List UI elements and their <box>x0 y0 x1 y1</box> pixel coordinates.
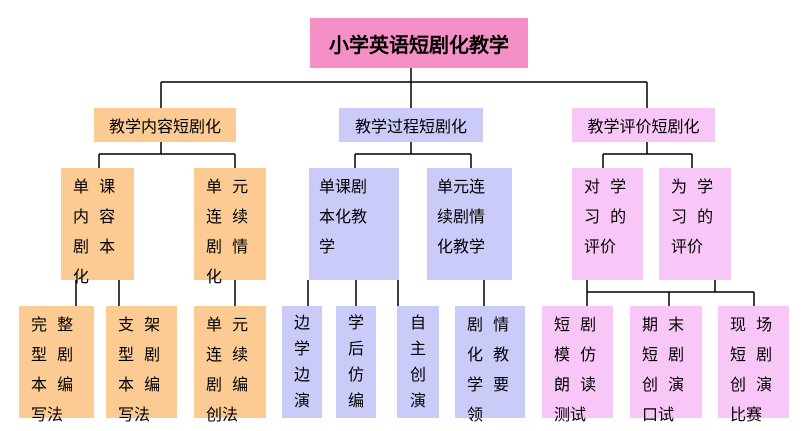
root-node: 小学英语短剧化教学 <box>310 18 528 68</box>
node-assessment-of-learning: 对 学 习 的 评价 <box>572 168 643 280</box>
node-live-competition: 现 场 短 剧 创 演 比赛 <box>718 306 789 424</box>
node-adapt-after-learning: 学 后 仿 编 <box>336 306 376 418</box>
node-single-lesson-script: 单 课 内 容 剧 本 化 <box>61 168 134 286</box>
node-unit-serial-plot: 单 元 连 续 剧 情 化 <box>194 168 266 286</box>
node-learn-while-acting: 边 学 边 演 <box>282 306 322 418</box>
node-evaluation-dramatization: 教学评价短剧化 <box>572 108 715 142</box>
node-final-oral-exam: 期 末 短 剧 创 演 口试 <box>630 306 702 424</box>
node-scaffold-script: 支 架 型 剧 本 编 写法 <box>106 306 177 424</box>
node-single-lesson-teaching: 单课剧 本化教 学 <box>309 168 399 280</box>
node-unit-serial-teaching: 单元连 续剧情 化教学 <box>427 168 512 280</box>
node-content-dramatization: 教学内容短剧化 <box>94 108 236 142</box>
node-independent-performance: 自 主 创 演 <box>397 306 439 418</box>
node-complete-script: 完 整 型 剧 本 编 写法 <box>19 306 94 424</box>
node-plot-teaching-essentials: 剧 情 化 教 学 要 领 <box>455 306 525 424</box>
node-imitation-reading-test: 短 剧 模 仿 朗 读 测试 <box>542 306 613 424</box>
node-process-dramatization: 教学过程短剧化 <box>339 108 483 142</box>
node-assessment-for-learning: 为 学 习 的 评价 <box>659 168 731 280</box>
node-unit-serial-creation: 单 元 连 续 剧 编 创法 <box>194 306 266 424</box>
